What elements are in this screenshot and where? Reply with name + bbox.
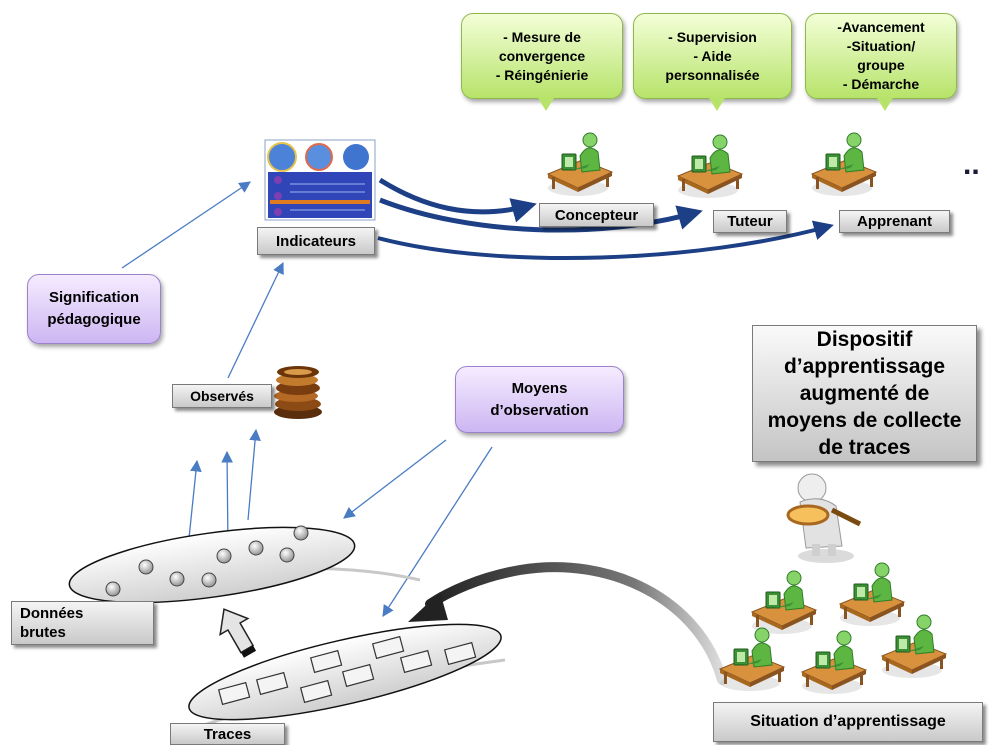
arrow-signification-to-indicateurs [121, 181, 251, 269]
raw-data-points [105, 525, 309, 597]
dashboard-screenshot-icon [264, 139, 376, 221]
person-with-magnifier-icon [786, 473, 862, 563]
trace-item [309, 649, 343, 674]
signification-pedagogique-box: Signification pédagogique [27, 274, 161, 344]
learner-group-person-icon [719, 627, 785, 692]
indicateurs-label: Indicateurs [257, 227, 375, 255]
data-point [279, 547, 295, 563]
trace-items [217, 635, 477, 706]
observes-label: Observés [172, 384, 272, 408]
tuteur-label: Tuteur [713, 210, 787, 233]
data-point [216, 548, 232, 564]
concepteur-bubble: - Mesure de convergence - Réingénierie [461, 13, 623, 111]
arrow-situation-to-traces [408, 562, 727, 685]
arrow-donnees-to-observes-3 [247, 428, 261, 521]
trace-item [299, 679, 333, 704]
data-point [138, 559, 154, 575]
arrow-indicateurs-to-tuteur [379, 197, 703, 233]
trace-item [371, 635, 405, 660]
concepteur-label: Concepteur [539, 203, 654, 227]
traces-label: Traces [170, 723, 285, 745]
moyens-observation-box: Moyens d’observation [455, 366, 624, 433]
tuteur-person-icon [677, 134, 743, 199]
apprenant-label: Apprenant [839, 210, 950, 233]
coin-stack-icon [274, 366, 322, 419]
apprenant-bubble: -Avancement -Situation/ groupe - Démarch… [805, 13, 957, 111]
concepteur-person-icon [547, 132, 613, 197]
trace-item [399, 649, 433, 674]
arrow-indicateurs-to-apprenant [377, 220, 834, 261]
learner-group-person-icon [751, 570, 817, 635]
data-point [169, 571, 185, 587]
apprenant-person-icon [811, 132, 877, 197]
learner-group-person-icon [881, 614, 947, 679]
trace-item [443, 641, 477, 666]
donnees-brutes-label: Données brutes [11, 601, 154, 645]
data-point [201, 572, 217, 588]
arrow-traces-to-donnees [219, 608, 257, 658]
donnees-brutes-ellipse [68, 526, 356, 604]
arrow-indicateurs-to-concepteur [378, 177, 537, 223]
more-roles-ellipsis: .. [963, 148, 980, 181]
data-point [248, 540, 264, 556]
trace-item [255, 671, 289, 696]
trace-item [217, 681, 251, 706]
trace-item [341, 663, 375, 688]
dispositif-box: Dispositif d’apprentissage augmenté de m… [752, 325, 977, 462]
arrow-moyens-to-traces [382, 446, 493, 617]
situation-apprentissage-label: Situation d’apprentissage [713, 702, 983, 742]
learner-group-person-icon [801, 630, 867, 695]
data-point [293, 525, 309, 541]
data-point [105, 581, 121, 597]
tuteur-bubble: - Supervision - Aide personnalisée [633, 13, 792, 111]
arrow-observes-to-indicateurs [227, 261, 284, 379]
arrow-moyens-to-donnees [343, 439, 447, 519]
learner-group-person-icon [839, 562, 905, 627]
